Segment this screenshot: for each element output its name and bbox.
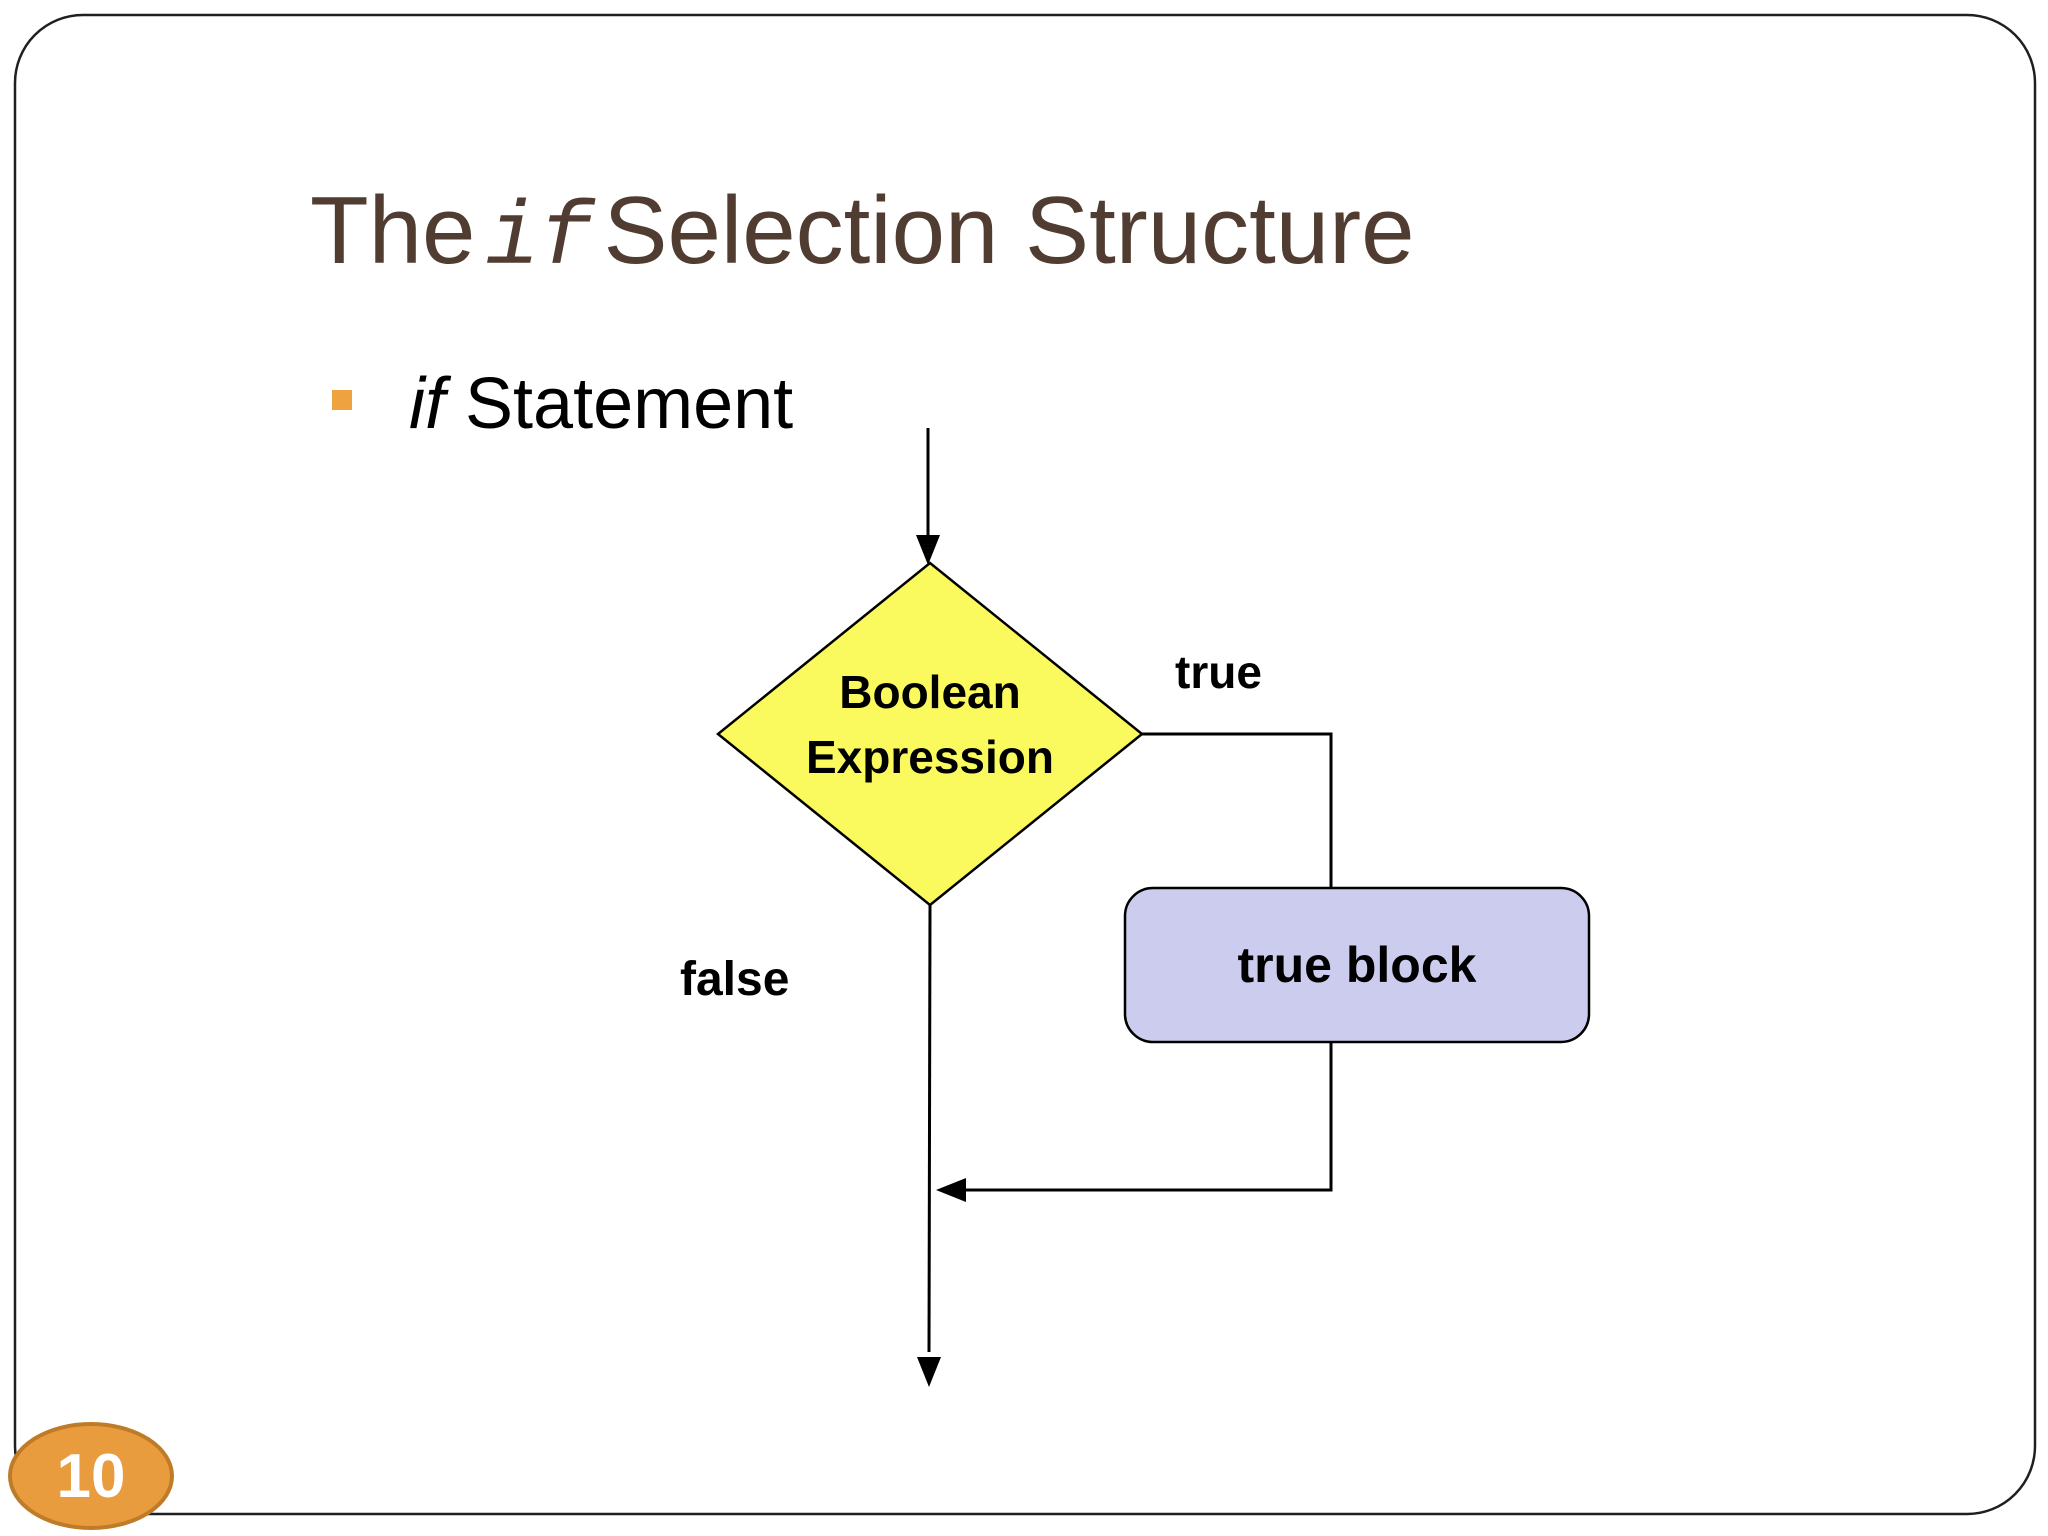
bullet-item: if Statement xyxy=(332,364,794,444)
arrowhead-down-exit-icon xyxy=(917,1357,941,1387)
decision-label-line2: Expression xyxy=(806,731,1054,783)
true-branch-label: true xyxy=(1175,646,1262,698)
decision-diamond xyxy=(716,561,1144,907)
true-block-shape xyxy=(1123,886,1591,1044)
title-suffix: Selection Structure xyxy=(603,177,1415,284)
title-keyword-if: if xyxy=(485,189,594,291)
page-badge-ellipse xyxy=(8,1422,174,1530)
false-branch-label: false xyxy=(680,953,790,1006)
bullet-keyword-if: if xyxy=(409,364,445,444)
bullet-label: Statement xyxy=(445,364,794,444)
slide-border xyxy=(13,13,2037,1516)
bullet-square-icon xyxy=(332,390,352,410)
bullet-text: if Statement xyxy=(409,364,794,444)
arrowhead-down-entry-icon xyxy=(916,535,940,565)
decision-label-line1: Boolean xyxy=(839,666,1021,718)
decision-label: Boolean Expression xyxy=(730,660,1130,790)
title-prefix: The xyxy=(310,177,476,284)
arrowhead-left-merge-icon xyxy=(936,1178,966,1202)
page-number: 10 xyxy=(56,1441,126,1511)
true-block-label: true block xyxy=(1237,937,1477,993)
flow-line-false xyxy=(927,904,932,1353)
